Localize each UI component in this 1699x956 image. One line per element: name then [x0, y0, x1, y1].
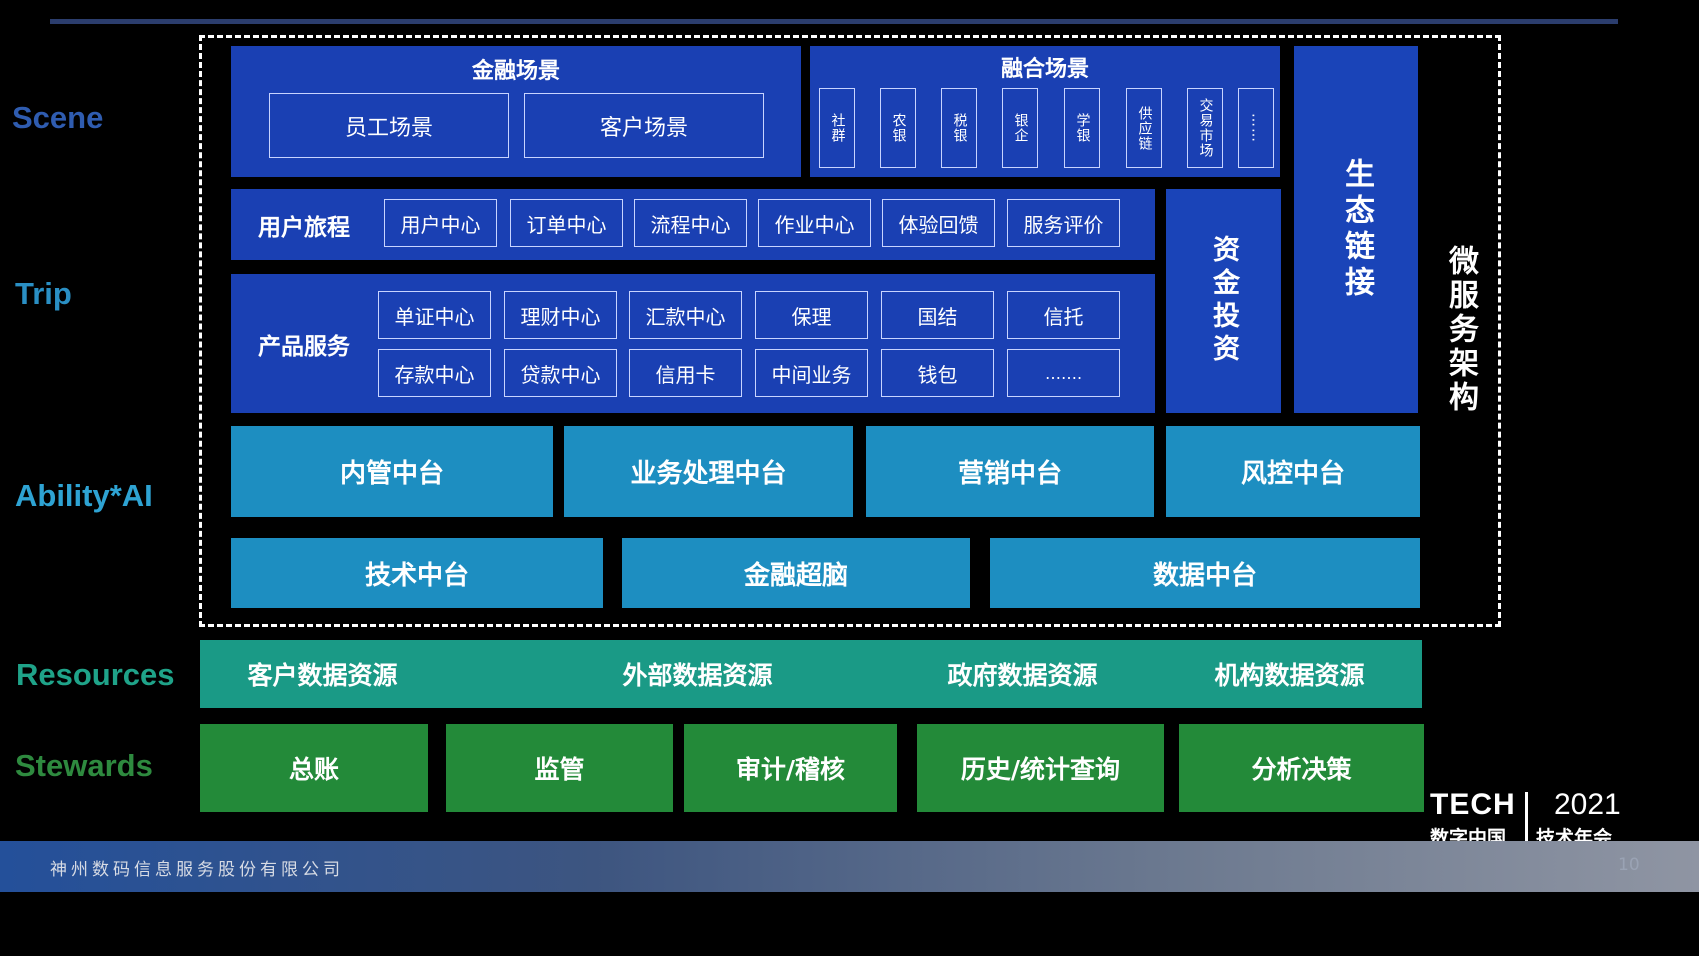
fusion-item-tax-bank: 税银	[941, 88, 977, 168]
journey-process-center: 流程中心	[634, 199, 747, 247]
business-processing-platform: 业务处理中台	[564, 426, 853, 517]
product-factoring: 保理	[755, 291, 868, 339]
capital-investment-panel: 资金投资	[1166, 189, 1281, 413]
layer-label-stewards: Stewards	[15, 748, 153, 783]
resources-band: 客户数据资源 外部数据资源 政府数据资源 机构数据资源	[200, 640, 1422, 708]
customer-data-resource: 客户数据资源	[247, 661, 398, 690]
audit-box: 审计/稽核	[684, 724, 897, 812]
microservice-label: 微服务架构	[1443, 245, 1478, 415]
customer-scene-box: 客户场景	[524, 93, 764, 158]
layer-label-trip: Trip	[15, 276, 72, 311]
user-journey-title: 用户旅程	[258, 214, 350, 241]
data-platform: 数据中台	[990, 538, 1420, 608]
footer-bar: 神州数码信息服务股份有限公司 10	[0, 841, 1699, 892]
architecture-boundary	[199, 35, 1501, 627]
layer-label-scene: Scene	[12, 100, 104, 135]
fusion-item-trading-market: 交易市场	[1187, 88, 1223, 168]
product-intermediary-business: 中间业务	[755, 349, 868, 397]
tech-platform: 技术中台	[231, 538, 603, 608]
product-remittance-center: 汇款中心	[629, 291, 742, 339]
finance-scene-panel: 金融场景 员工场景 客户场景	[231, 46, 801, 177]
footer-company-name: 神州数码信息服务股份有限公司	[50, 860, 344, 880]
product-deposit-center: 存款中心	[378, 349, 491, 397]
fusion-scene-panel: 融合场景 社群 农银 税银 银企 学银 供应链 交易市场 ……	[810, 46, 1280, 177]
product-service-title: 产品服务	[258, 333, 350, 360]
general-ledger-box: 总账	[200, 724, 428, 812]
journey-experience-feedback: 体验回馈	[882, 199, 995, 247]
product-wealth-center: 理财中心	[504, 291, 617, 339]
supervision-box: 监管	[446, 724, 673, 812]
event-logo: TECH 2021 数字中国 技术年会	[1430, 788, 1630, 849]
risk-control-platform: 风控中台	[1166, 426, 1420, 517]
institution-data-resource: 机构数据资源	[1214, 661, 1365, 690]
fusion-item-agri-bank: 农银	[880, 88, 916, 168]
fusion-item-bank-enterprise: 银企	[1002, 88, 1038, 168]
product-credit-card: 信用卡	[629, 349, 742, 397]
history-query-box: 历史/统计查询	[917, 724, 1164, 812]
fusion-item-community: 社群	[819, 88, 855, 168]
layer-label-resources: Resources	[16, 657, 175, 692]
event-logo-brand: TECH	[1430, 788, 1516, 821]
journey-operation-center: 作业中心	[758, 199, 871, 247]
fusion-item-supply-chain: 供应链	[1126, 88, 1162, 168]
fusion-scene-title: 融合场景	[1000, 57, 1089, 82]
government-data-resource: 政府数据资源	[947, 661, 1098, 690]
product-document-center: 单证中心	[378, 291, 491, 339]
event-logo-year: 2021	[1554, 788, 1621, 821]
product-loan-center: 贷款中心	[504, 349, 617, 397]
fusion-item-school-bank: 学银	[1064, 88, 1100, 168]
analysis-decision-box: 分析决策	[1179, 724, 1424, 812]
finance-scene-title: 金融场景	[471, 59, 560, 84]
product-trust: 信托	[1007, 291, 1120, 339]
fusion-item-more: ……	[1238, 88, 1274, 168]
layer-label-ability: Ability*AI	[15, 478, 153, 513]
employee-scene-box: 员工场景	[269, 93, 509, 158]
event-logo-divider	[1525, 792, 1528, 844]
product-intl-settlement: 国结	[881, 291, 994, 339]
marketing-platform: 营销中台	[866, 426, 1154, 517]
journey-service-rating: 服务评价	[1007, 199, 1120, 247]
internal-mgmt-platform: 内管中台	[231, 426, 553, 517]
product-wallet: 钱包	[881, 349, 994, 397]
product-service-panel: 产品服务 单证中心 理财中心 汇款中心 保理 国结 信托 存款中心 贷款中心 信…	[231, 274, 1155, 413]
user-journey-panel: 用户旅程 用户中心 订单中心 流程中心 作业中心 体验回馈 服务评价	[231, 189, 1155, 260]
microservice-panel: 微服务架构	[1440, 200, 1480, 460]
eco-link-panel: 生态链接	[1294, 46, 1418, 413]
journey-order-center: 订单中心	[510, 199, 623, 247]
financial-super-brain: 金融超脑	[622, 538, 970, 608]
external-data-resource: 外部数据资源	[622, 661, 773, 690]
eco-link-label: 生态链接	[1339, 157, 1374, 302]
footer-page-number: 10	[1618, 855, 1640, 875]
product-more: …….	[1007, 349, 1120, 397]
top-divider-line	[50, 19, 1618, 24]
capital-investment-label: 资金投资	[1208, 235, 1239, 367]
journey-user-center: 用户中心	[384, 199, 497, 247]
